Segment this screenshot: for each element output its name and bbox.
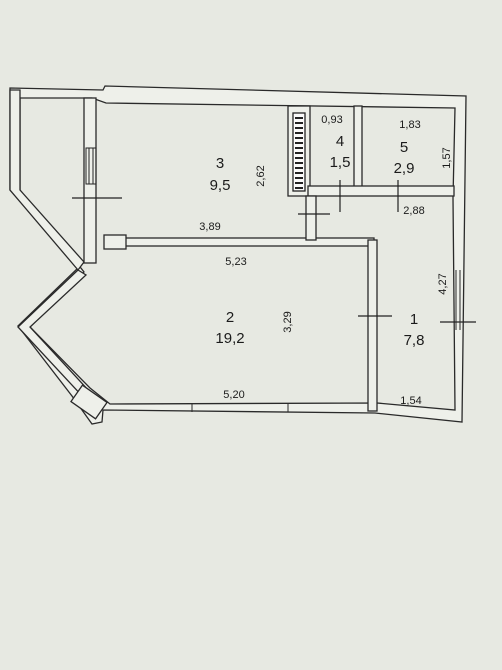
room-3-area: 9,5: [210, 177, 231, 194]
room-labels: 3 9,5 4 1,5 5 2,9 2 19,2 1 7,8: [210, 133, 425, 349]
dim-room2-bottom: 5,20: [223, 389, 244, 401]
door-marks: [72, 180, 476, 323]
wall-bath-bottom: [307, 185, 455, 197]
room-5-number: 5: [400, 139, 408, 156]
dim-room3-depth: 2,62: [255, 165, 267, 186]
wall-room4-room5: [353, 105, 363, 189]
dimension-labels: 3,89 2,62 5,23 5,20 3,29 0,93 1,83 1,57 …: [199, 114, 453, 407]
room-1-area: 7,8: [404, 332, 425, 349]
room-5-area: 2,9: [394, 160, 415, 177]
room-2-number: 2: [226, 309, 234, 326]
dim-room2-depth: 3,29: [282, 311, 294, 332]
dim-room5-width: 1,83: [399, 119, 420, 131]
dim-room4-width: 0,93: [321, 114, 342, 126]
room-4-number: 4: [336, 133, 344, 150]
ventilation-grille: [295, 117, 303, 189]
balcony-door-lines: [88, 148, 94, 184]
wall-room2-room1: [367, 239, 378, 412]
dim-room1-depth: 4,27: [437, 273, 449, 294]
room-3-number: 3: [216, 155, 224, 172]
room-4-area: 1,5: [330, 154, 351, 171]
room-2-area: 19,2: [215, 330, 244, 347]
dim-room1-top: 2,88: [403, 205, 424, 217]
room-1-number: 1: [410, 311, 418, 328]
dim-room1-bottom: 1,54: [400, 395, 421, 407]
dim-room5-depth: 1,57: [441, 147, 453, 168]
junction-block: [103, 234, 127, 250]
window-marks: [191, 270, 461, 412]
window-wall-bottom: [70, 384, 108, 420]
fixtures: [85, 112, 306, 192]
wall-room1-top: [305, 195, 317, 241]
dim-room3-width: 3,89: [199, 221, 220, 233]
walls: [9, 85, 467, 425]
wall-room3-bottom: [109, 237, 375, 247]
dim-room2-top: 5,23: [225, 256, 246, 268]
balcony-door: [85, 147, 97, 185]
